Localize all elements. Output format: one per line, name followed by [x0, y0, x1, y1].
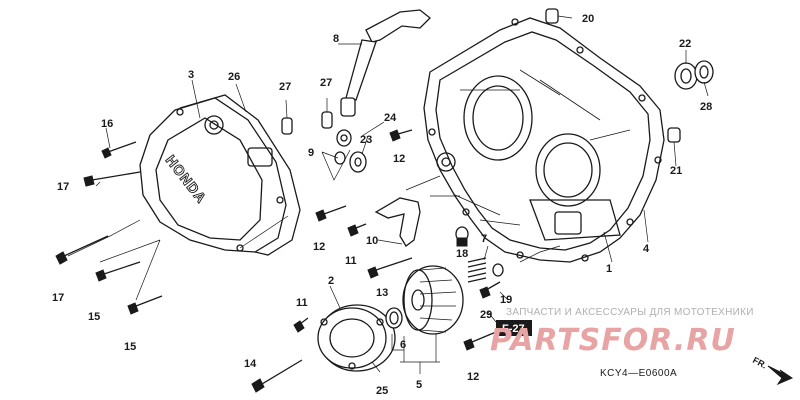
callout-3: 3 — [188, 69, 194, 81]
lever-shaft — [340, 9, 431, 117]
diagram-code: KCY4—E0600A — [600, 368, 677, 379]
callout-18: 18 — [456, 248, 468, 260]
callout-15b: 15 — [124, 341, 136, 353]
reference-f27[interactable]: F-27 — [496, 320, 532, 336]
callout-8: 8 — [333, 33, 339, 45]
oil-seal-28 — [694, 60, 714, 84]
callout-6: 6 — [400, 339, 406, 351]
callout-12a: 12 — [393, 153, 405, 165]
spring-7 — [467, 257, 487, 283]
callout-9: 9 — [308, 147, 314, 159]
callouts: 1 2 3 4 5 6 7 8 9 10 11 11 12 12 12 13 1… — [52, 13, 712, 397]
leader-lines — [67, 15, 709, 374]
callout-23: 23 — [360, 134, 372, 146]
callout-21: 21 — [670, 165, 682, 177]
direction-label: FR. — [751, 355, 768, 371]
right-crankcase-cover — [423, 17, 665, 263]
callout-17a: 17 — [57, 181, 69, 193]
callout-27b: 27 — [320, 77, 332, 89]
callout-20: 20 — [582, 13, 594, 25]
callout-16: 16 — [101, 118, 113, 130]
callout-13: 13 — [376, 287, 388, 299]
callout-29: 29 — [480, 309, 492, 321]
callout-25: 25 — [376, 385, 388, 397]
callout-11a: 11 — [345, 255, 357, 267]
watermark-logo: PARTSFOR.RU — [490, 323, 736, 358]
callout-7: 7 — [481, 233, 487, 245]
reference-label: F-27 — [502, 323, 525, 335]
callout-22: 22 — [679, 38, 691, 50]
callout-26: 26 — [228, 71, 240, 83]
callout-19: 19 — [500, 294, 512, 306]
callout-27a: 27 — [279, 81, 291, 93]
front-direction-arrow: FR. — [751, 355, 794, 386]
callout-17b: 17 — [52, 292, 64, 304]
oil-filter-cover — [317, 304, 396, 372]
callout-12b: 12 — [313, 241, 325, 253]
callout-12c: 12 — [467, 371, 479, 383]
callout-2: 2 — [328, 275, 334, 287]
callout-5: 5 — [416, 379, 422, 391]
callout-14: 14 — [244, 358, 257, 370]
o-ring-6 — [385, 307, 403, 329]
callout-11b: 11 — [296, 297, 308, 309]
callout-15a: 15 — [88, 311, 100, 323]
callout-28: 28 — [700, 101, 712, 113]
bracket-10 — [374, 197, 421, 247]
dowel-pins — [281, 8, 681, 143]
callout-24: 24 — [384, 112, 397, 124]
oil-filter — [402, 265, 464, 335]
callout-10: 10 — [366, 235, 378, 247]
callout-1: 1 — [606, 263, 612, 275]
bearing-22 — [674, 62, 698, 90]
watermark-tagline: ЗАПЧАСТИ И АКСЕССУАРЫ ДЛЯ МОТОТЕХНИКИ — [506, 307, 754, 318]
watermark: ЗАПЧАСТИ И АКСЕССУАРЫ ДЛЯ МОТОТЕХНИКИ PA… — [490, 307, 754, 358]
clutch-cover: HONDA — [139, 97, 287, 253]
callout-4: 4 — [643, 243, 650, 255]
